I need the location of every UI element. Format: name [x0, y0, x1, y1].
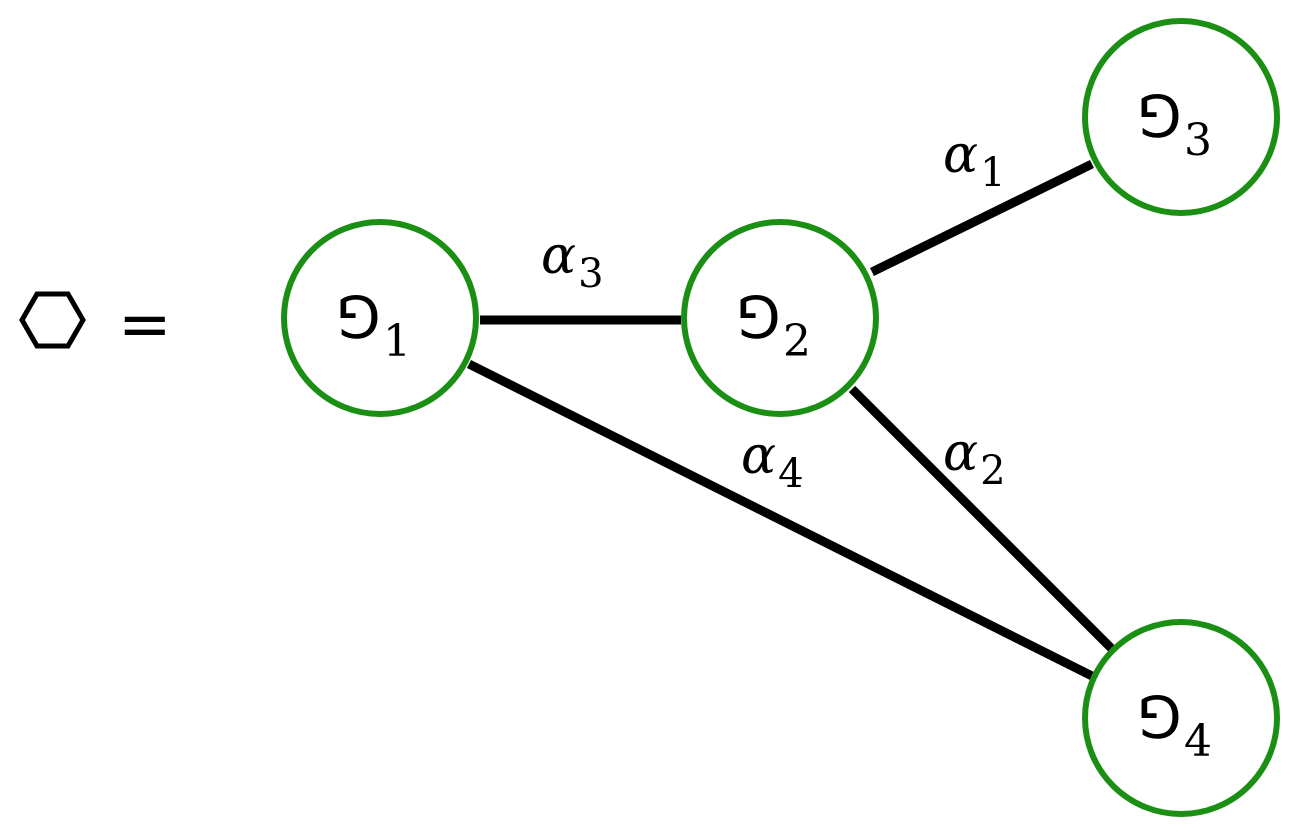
edge-n1-n4 — [466, 359, 1095, 681]
edge-label-subscript: 1 — [980, 150, 1005, 196]
node-symbol: ⅁ — [736, 284, 781, 352]
edge-labels: α1 α2 α3 α4 — [541, 125, 1006, 497]
equals-sign: = — [118, 288, 172, 362]
node-subscript: 2 — [783, 316, 811, 367]
node-label: ⅁4 — [1137, 684, 1212, 767]
node-symbol: ⅁ — [1137, 684, 1182, 752]
node-label: ⅁3 — [1137, 83, 1212, 166]
edge-label-subscript: 4 — [778, 451, 803, 497]
nodes: ⅁1 ⅁2 ⅁3 ⅁4 — [281, 18, 1280, 817]
node-subscript: 4 — [1184, 716, 1212, 767]
hexagon-graph-icon — [19, 291, 86, 349]
edges — [466, 159, 1116, 681]
node-circle — [1082, 619, 1280, 817]
node-circle — [681, 219, 879, 417]
node-label: ⅁2 — [736, 284, 811, 367]
edge-label-subscript: 2 — [980, 448, 1005, 494]
edge-label-symbol: α — [741, 426, 776, 486]
edge-label-alpha-1: α1 — [943, 125, 1006, 196]
node-circle — [1082, 18, 1280, 216]
node-subscript: 1 — [383, 316, 411, 367]
node-4: ⅁4 — [1082, 619, 1280, 817]
node-circle — [281, 219, 479, 417]
node-subscript: 3 — [1184, 115, 1212, 166]
edge-label-alpha-3: α3 — [541, 226, 604, 297]
node-3: ⅁3 — [1082, 18, 1280, 216]
edge-label-symbol: α — [541, 226, 576, 286]
node-2: ⅁2 — [681, 219, 879, 417]
edge-label-alpha-4: α4 — [741, 426, 804, 497]
edge-label-symbol: α — [943, 125, 978, 185]
node-label: ⅁1 — [336, 284, 411, 367]
edge-n2-n4 — [848, 385, 1116, 653]
edge-label-alpha-2: α2 — [943, 423, 1006, 494]
edge-n2-n3 — [870, 159, 1094, 277]
node-symbol: ⅁ — [336, 284, 381, 352]
node-1: ⅁1 — [281, 219, 479, 417]
graph-equation-lhs: ⬡ = — [19, 288, 172, 362]
node-symbol: ⅁ — [1137, 83, 1182, 151]
edge-label-symbol: α — [943, 423, 978, 483]
edge-label-subscript: 3 — [578, 251, 603, 297]
